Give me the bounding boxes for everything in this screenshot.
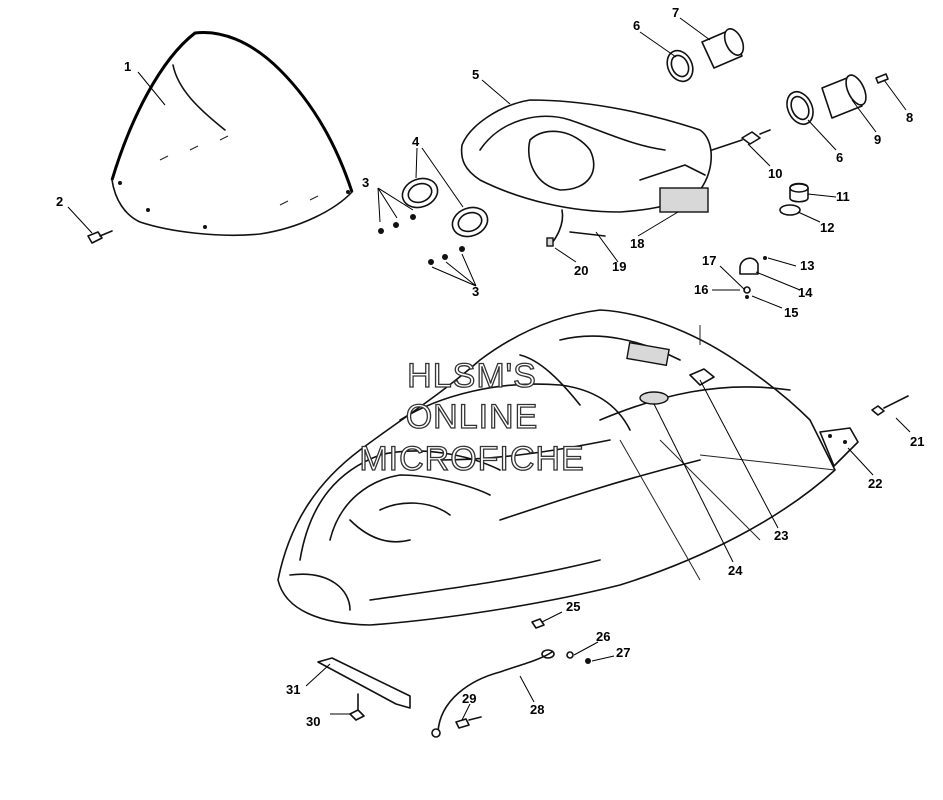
callout-19: 19 (612, 259, 626, 274)
callout-22: 22 (868, 476, 882, 491)
callout-23: 23 (774, 528, 788, 543)
clip-bracket (739, 256, 767, 299)
callout-8: 8 (906, 110, 913, 125)
watermark-line-1: HLSM'S (407, 357, 537, 395)
hood (277, 309, 836, 626)
watermark-line-2: ONLINE (406, 398, 539, 436)
skid-plate-bolt (349, 693, 365, 721)
wire-harness (546, 209, 606, 247)
indicator-light (789, 182, 809, 203)
console-housing (460, 99, 712, 213)
small-fasteners-lower (531, 618, 591, 664)
callout-9: 9 (874, 132, 881, 147)
callout-12: 12 (820, 220, 834, 235)
callout-1: 1 (124, 59, 131, 74)
callout-27: 27 (616, 645, 630, 660)
leader-lines (67, 17, 911, 721)
callout-26: 26 (596, 629, 610, 644)
callout-16: 16 (694, 282, 708, 297)
bulb (875, 73, 889, 84)
nuts-and-washers (378, 214, 465, 265)
callout-5: 5 (472, 67, 479, 82)
gauge-lower (821, 74, 867, 119)
callout-7: 7 (672, 5, 679, 20)
callout-17: 17 (702, 253, 716, 268)
callout-4: 4 (412, 134, 420, 149)
side-plate (819, 427, 859, 467)
callout-20: 20 (574, 263, 588, 278)
callout-13: 13 (800, 258, 814, 273)
callout-11: 11 (836, 189, 850, 204)
gauge-ring-lower (786, 90, 814, 126)
watermark: HLSM'S ONLINE MICROFICHE (359, 356, 585, 478)
gauge-brackets (401, 177, 489, 238)
indicator-ring (779, 204, 801, 216)
callout-labels: 1 2 3 3 4 5 6 7 6 8 9 10 11 12 13 14 15 … (56, 5, 924, 729)
callout-28: 28 (530, 702, 544, 717)
callout-10: 10 (768, 166, 782, 181)
callout-15: 15 (784, 305, 798, 320)
callout-25: 25 (566, 599, 580, 614)
release-cable (431, 649, 555, 738)
callout-3-upper: 3 (362, 175, 369, 190)
callout-30: 30 (306, 714, 320, 729)
callout-14: 14 (798, 285, 813, 300)
gauge-ring-upper (666, 49, 694, 83)
windshield (110, 30, 354, 237)
skid-plate (317, 657, 411, 709)
callout-29: 29 (462, 691, 476, 706)
switch (711, 129, 771, 151)
callout-2: 2 (56, 194, 63, 209)
callout-24: 24 (728, 563, 743, 578)
callout-21: 21 (910, 434, 924, 449)
callout-18: 18 (630, 236, 644, 251)
callout-6-lower: 6 (836, 150, 843, 165)
callout-6-upper: 6 (633, 18, 640, 33)
windshield-screw (87, 230, 113, 244)
side-bolt (871, 395, 909, 416)
callout-31: 31 (286, 682, 300, 697)
callout-3-lower: 3 (472, 284, 479, 299)
gauge-upper (701, 28, 745, 69)
watermark-line-3: MICROFICHE (359, 440, 584, 478)
